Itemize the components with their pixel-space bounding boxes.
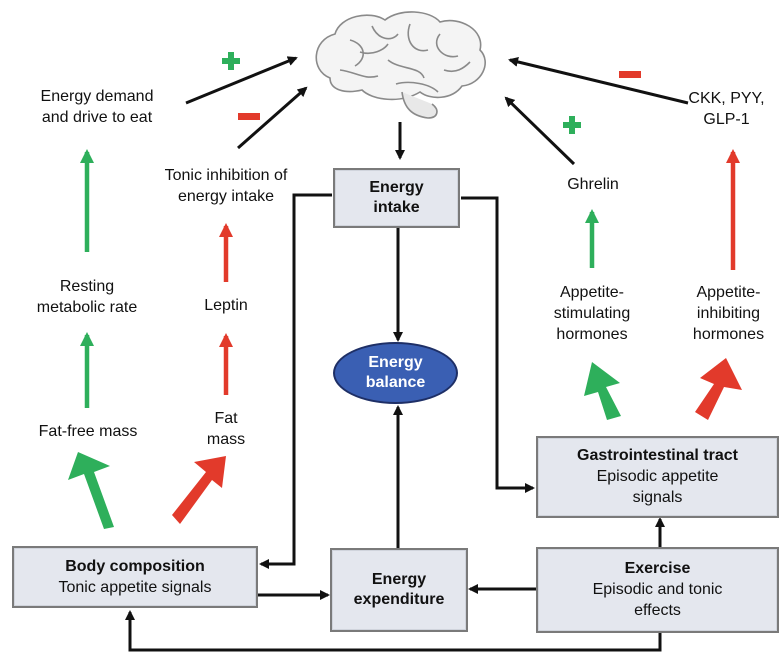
ghrelin-label: Ghrelin: [567, 176, 619, 193]
appetite-stimulating-label: Appetite- stimulating hormones: [553, 284, 631, 343]
thick-arrow-fat-mass: [172, 456, 226, 524]
arrow-tonic-inhibition-to-brain: [237, 86, 308, 150]
exercise-title: Exercise: [624, 560, 691, 577]
energy-intake-title: Energy intake: [369, 179, 424, 216]
fat-mass-label: Fat mass: [206, 410, 246, 448]
gastrointestinal-tract-subtitle: Episodic appetite signals: [596, 468, 719, 506]
body-composition-title: Body composition: [65, 557, 205, 575]
tonic-inhibition-label: Tonic inhibition of energy intake: [164, 167, 288, 205]
energy-expenditure-box: Energy expenditure: [330, 548, 468, 632]
energy-intake-box: Energy intake: [333, 168, 460, 228]
thick-arrow-appetite-inhibiting: [695, 358, 742, 420]
plus-icon: [563, 116, 581, 134]
brain-icon: [315, 11, 486, 119]
arrow-intake-to-gi-tract: [461, 196, 535, 493]
energy-balance-title: Energy balance: [365, 354, 426, 391]
arrow-ghrelin-to-brain: [504, 96, 576, 166]
arrow-intake-to-body-composition: [259, 193, 332, 569]
energy-expenditure-title: Energy expenditure: [353, 571, 445, 608]
fat-free-mass-label: Fat-free mass: [38, 423, 138, 440]
resting-metabolic-rate-label: Resting metabolic rate: [36, 278, 138, 316]
exercise-subtitle: Episodic and tonic effects: [592, 581, 723, 619]
minus-icon: [619, 71, 641, 78]
body-composition-box: Body composition Tonic appetite signals: [12, 546, 258, 608]
ckk-pyy-glp1-label: CKK, PYY, GLP-1: [688, 90, 765, 128]
leptin-label: Leptin: [204, 297, 248, 314]
thick-arrow-appetite-stimulating: [584, 362, 621, 420]
arrow-exercise-to-body-composition: [125, 610, 662, 652]
exercise-box: Exercise Episodic and tonic effects: [536, 547, 779, 633]
energy-balance-ellipse: Energy balance: [333, 342, 458, 404]
body-composition-subtitle: Tonic appetite signals: [58, 578, 212, 596]
gastrointestinal-tract-title: Gastrointestinal tract: [577, 447, 738, 464]
plus-icon: [222, 52, 240, 70]
appetite-inhibiting-label: Appetite- inhibiting hormones: [692, 284, 765, 343]
minus-icon: [238, 113, 260, 120]
arrow-demand-to-brain: [185, 56, 298, 105]
energy-demand-label: Energy demand and drive to eat: [40, 88, 154, 126]
arrow-ckk-to-brain: [508, 57, 689, 105]
thick-arrow-ffm: [68, 452, 114, 529]
gastrointestinal-tract-box: Gastrointestinal tract Episodic appetite…: [536, 436, 779, 518]
